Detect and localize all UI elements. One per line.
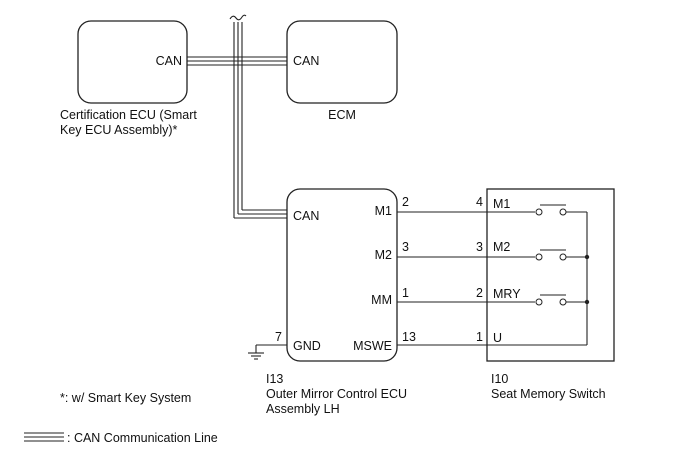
mirror-ecu-pin-m2: M2 bbox=[375, 248, 392, 262]
certification-ecu-name-line2: Key ECU Assembly)* bbox=[60, 123, 178, 137]
wire-m2-switch-pin: 3 bbox=[476, 240, 483, 254]
mirror-ecu-pin-m1: M1 bbox=[375, 204, 392, 218]
certification-ecu-name-line1: Certification ECU (Smart bbox=[60, 108, 197, 122]
mirror-ecu-name-line1: Outer Mirror Control ECU bbox=[266, 387, 407, 401]
mirror-ecu-pin-can: CAN bbox=[293, 209, 319, 223]
wire-mm-ecu-pin: 1 bbox=[402, 286, 409, 300]
seat-switch-code: I10 bbox=[491, 372, 508, 386]
wire-u-switch-pin: 1 bbox=[476, 330, 483, 344]
junction-dot bbox=[584, 299, 590, 305]
certification-ecu-can-label: CAN bbox=[156, 54, 182, 68]
ecm-name: ECM bbox=[328, 108, 356, 122]
can-bus bbox=[187, 14, 287, 219]
break-mark-icon bbox=[229, 14, 247, 21]
mirror-ecu-pin-mm: MM bbox=[371, 293, 392, 307]
signal-wires: 2 3 1 13 4 3 2 1 bbox=[397, 195, 515, 346]
mirror-ecu-code: I13 bbox=[266, 372, 283, 386]
mirror-ecu-pin-gnd: GND bbox=[293, 339, 321, 353]
wire-m2-ecu-pin: 3 bbox=[402, 240, 409, 254]
switch-contact-mry bbox=[515, 294, 587, 306]
seat-memory-switch: M1 M2 MRY U I10 Seat Memory Switch bbox=[486, 188, 615, 401]
wire-mswe-ecu-pin: 13 bbox=[402, 330, 416, 344]
seat-switch-pin-u: U bbox=[493, 331, 502, 345]
mirror-ecu-pin-mswe: MSWE bbox=[353, 339, 392, 353]
certification-ecu: CAN Certification ECU (Smart Key ECU Ass… bbox=[60, 20, 197, 137]
switch-contact-m1 bbox=[515, 204, 587, 216]
mirror-ecu-name-line2: Assembly LH bbox=[266, 402, 340, 416]
legend-label: : CAN Communication Line bbox=[67, 431, 218, 445]
ground-connection: 7 bbox=[248, 330, 287, 360]
ecm-can-label: CAN bbox=[293, 54, 319, 68]
ecm: CAN ECM bbox=[286, 20, 398, 122]
switch-contact-m2 bbox=[515, 249, 587, 261]
wire-mry-switch-pin: 2 bbox=[476, 286, 483, 300]
gnd-pin-number: 7 bbox=[275, 330, 282, 344]
legend: : CAN Communication Line bbox=[24, 431, 218, 445]
junction-dot bbox=[584, 254, 590, 260]
mirror-ecu: CAN M1 M2 MM GND MSWE I13 Outer Mirror C… bbox=[266, 188, 407, 416]
wire-m1-ecu-pin: 2 bbox=[402, 195, 409, 209]
seat-switch-name: Seat Memory Switch bbox=[491, 387, 606, 401]
wire-m1-switch-pin: 4 bbox=[476, 195, 483, 209]
ground-icon bbox=[248, 352, 264, 360]
seat-switch-pin-m1: M1 bbox=[493, 197, 510, 211]
seat-switch-pin-m2: M2 bbox=[493, 240, 510, 254]
seat-switch-pin-mry: MRY bbox=[493, 287, 521, 301]
can-line-legend-icon bbox=[24, 432, 64, 442]
footnote: *: w/ Smart Key System bbox=[60, 391, 191, 405]
